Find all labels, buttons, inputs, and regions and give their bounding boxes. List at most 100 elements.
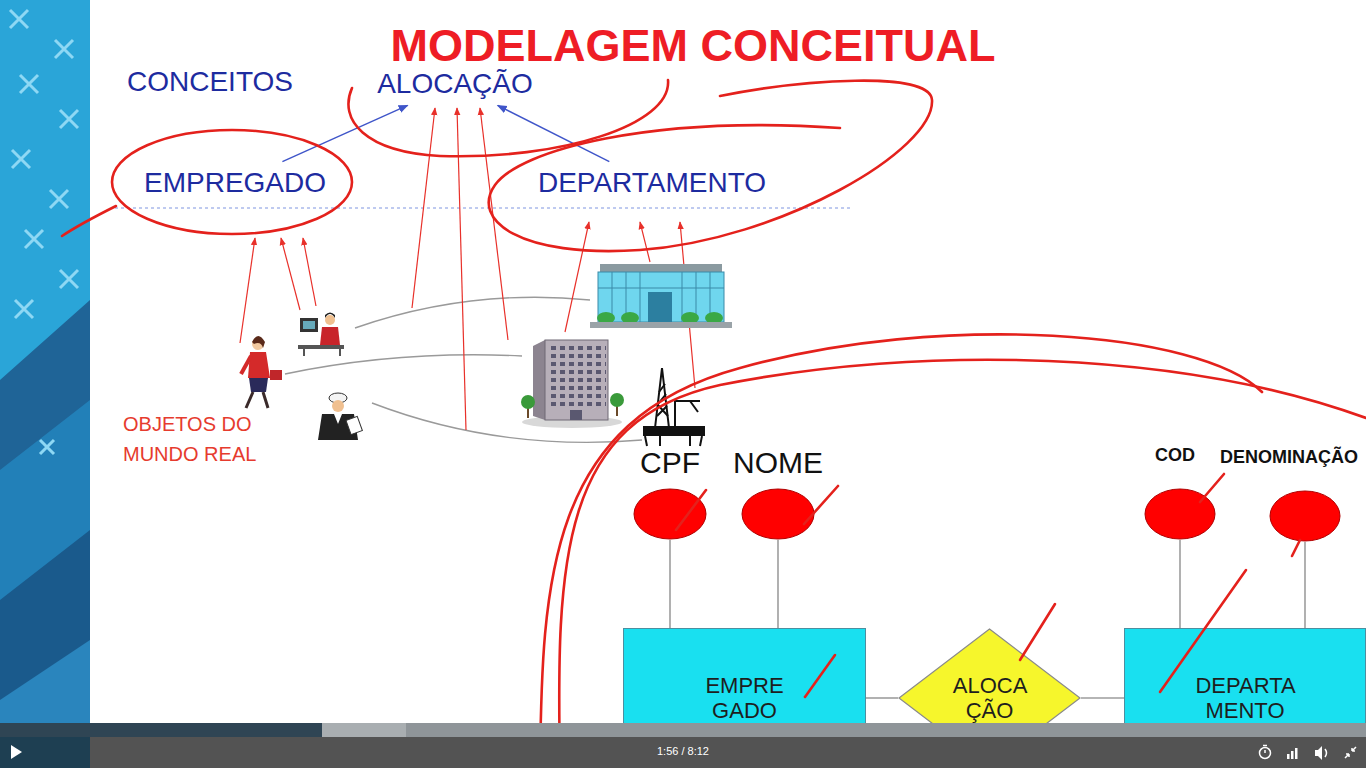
quality-icon [1291,751,1294,759]
abstraction-arrow [680,222,695,388]
attribute-ellipse: COD [1144,445,1216,540]
oil-rig [675,401,700,428]
glass-building [681,312,699,324]
concept-label: ALOCAÇÃO [377,68,533,100]
woman-figure [248,352,270,378]
hand-annotation [348,80,668,156]
hand-annotation [1292,540,1300,556]
attribute-ellipse [634,489,706,539]
abstraction-arrow [303,238,316,306]
quality-icon [1287,754,1290,759]
woman-figure [252,338,264,350]
attribute-ellipse: NOME [733,446,823,541]
abstraction-arrow [640,222,650,262]
volume-icon [1315,746,1322,760]
attribute-ellipse [742,489,814,539]
office-building [570,410,582,420]
volume-icon [1325,749,1327,757]
office-worker-figure [304,349,340,356]
entity-label: DEPARTA MENTO [1195,673,1294,723]
office-building [616,402,618,416]
quality-icon [1287,748,1298,759]
connector [777,540,779,628]
volume-icon [1315,746,1327,760]
link-curve [355,297,590,328]
office-worker-figure [320,327,340,345]
hand-annotation [112,130,352,234]
office-worker-figure [298,313,344,357]
glass-building [621,312,639,324]
attribute-ellipse: DENOMINAÇÃO [1220,447,1358,542]
office-building [527,404,529,418]
hand-annotation [805,655,835,697]
attribute-ellipse [633,488,707,540]
attribute-label: COD [1155,445,1195,466]
video-control-bar [0,723,1366,737]
hand-annotation [62,80,1366,768]
attribute-ellipse: CPF [633,446,707,541]
concept-node: EMPREGADO [140,163,330,203]
oil-rig [643,426,705,436]
glass-building [648,292,672,322]
side-strip [0,0,90,768]
section-label: CONCEITOS [127,66,293,98]
abstraction-arrow [240,108,695,430]
guide-line [115,208,850,209]
link-curve [285,355,522,374]
glass-building [705,312,723,324]
abstraction-arrow [281,238,300,310]
title-holder: MODELAGEM CONCEITUAL [391,20,996,72]
woman-figure [246,392,268,408]
attribute-label: DENOMINAÇÃO [1220,447,1358,468]
engineer-figure [332,400,344,412]
video-control-bar: 1:56 / 8:12 [0,723,1366,768]
connector [866,697,898,699]
concept-label: DEPARTAMENTO [538,167,766,199]
connector [498,105,610,161]
woman-figure [241,336,282,408]
attribute-ellipse [1145,489,1215,539]
abstraction-arrow [412,108,435,308]
hand-annotation [1020,604,1055,660]
attribute-label: CPF [640,446,700,481]
caption-text: OBJETOS DO MUNDO REAL [123,409,293,469]
play-icon [11,745,22,759]
hand-annotation [540,334,1262,768]
side-strip [0,300,90,768]
caption-text: OBJETOS DO MUNDO REAL [123,409,293,469]
side-strip [0,640,90,768]
attribute-label: NOME [733,446,823,481]
hand-annotation [1160,570,1246,692]
office-building [548,344,606,410]
link-curve [285,297,642,442]
abstraction-arrow [240,238,255,343]
engineer-figure [318,393,362,440]
hand-annotation [676,490,706,530]
office-worker-figure [303,321,315,329]
office-building [610,393,624,407]
quality-icon [1295,748,1298,759]
time-display: 1:56 / 8:12 [657,745,709,758]
side-strip [10,10,78,454]
section-label: CONCEITOS [127,66,293,98]
engineer-figure [346,416,362,434]
office-building [522,416,622,428]
title-text: MODELAGEM CONCEITUAL [391,20,996,72]
engineer-figure [329,393,347,403]
attribute-ellipse [1144,488,1216,540]
office-building [533,340,545,420]
hand-annotation [489,81,932,251]
link-curve [372,403,642,442]
office-worker-figure [325,313,335,319]
office-building [545,340,608,420]
relationship-label: ALOCA ÇÃO [953,673,1026,723]
glass-building [590,322,732,328]
oil-rig [645,436,702,446]
hand-annotation [804,486,838,524]
connector [1179,540,1181,628]
abstraction-arrow [480,108,508,340]
